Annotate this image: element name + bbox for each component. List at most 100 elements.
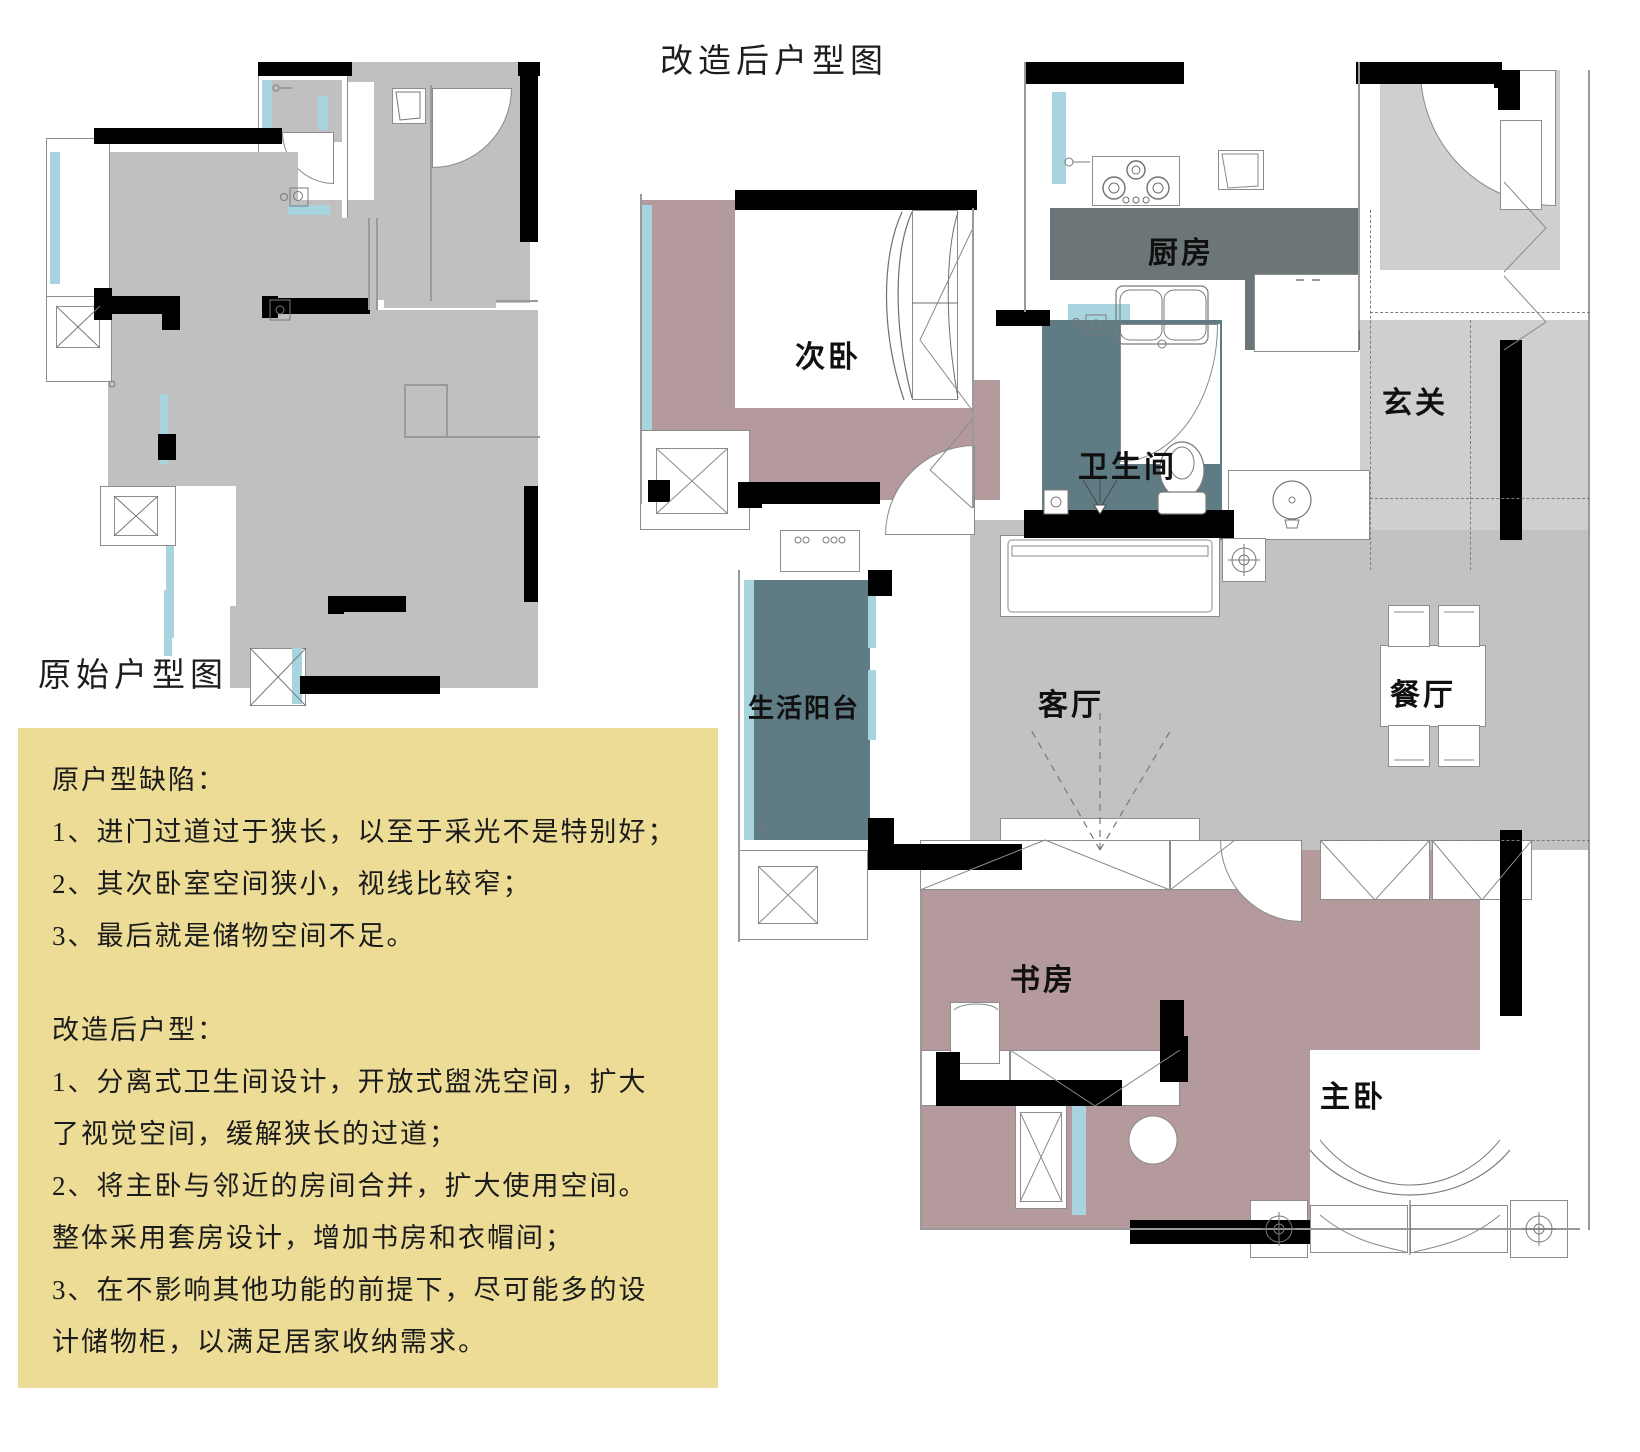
orig-window-8 bbox=[318, 96, 328, 130]
thin-wall-right bbox=[1588, 70, 1590, 1230]
notes-block1-line-1: 1、进门过道过于狭长，以至于采光不是特别好； bbox=[52, 817, 677, 847]
washer bbox=[780, 530, 860, 572]
orig-partition-6 bbox=[404, 384, 448, 386]
notes-block2-line-6: 计储物柜，以满足居家收纳需求。 bbox=[52, 1327, 487, 1357]
page-title-after: 改造后户型图 bbox=[660, 44, 888, 80]
label-master-bedroom: 主卧 bbox=[1320, 1081, 1386, 1114]
shaft-window bbox=[1072, 1105, 1086, 1215]
dining-chair-4 bbox=[1438, 725, 1480, 767]
orig-room-f bbox=[384, 218, 496, 308]
orig-wall-7 bbox=[162, 296, 180, 330]
notes-block2-line-2: 了视觉空间，缓解狭长的过道； bbox=[52, 1119, 458, 1149]
orig-partition-4 bbox=[496, 300, 538, 302]
thin-wall-bottom bbox=[920, 1228, 1580, 1230]
entrance-dash-v2 bbox=[1470, 320, 1471, 570]
orig-partition-7 bbox=[446, 384, 448, 436]
wall-entry-jamb bbox=[1498, 70, 1520, 110]
bedroom-window bbox=[640, 205, 652, 435]
wall-left-1 bbox=[648, 480, 670, 502]
orig-window-1 bbox=[50, 152, 60, 284]
entrance-dash-h2 bbox=[1370, 498, 1590, 499]
notes-block1-line-3: 3、最后就是储物空间不足。 bbox=[52, 921, 416, 951]
thin-wall-6 bbox=[920, 890, 922, 1230]
bathroom-window bbox=[1068, 304, 1130, 320]
dining-table bbox=[1380, 645, 1486, 727]
wall-bath-bottom bbox=[1024, 510, 1234, 538]
kitchen-corner-unit bbox=[1218, 150, 1264, 190]
orig-window-6 bbox=[164, 590, 172, 656]
label-entrance: 玄关 bbox=[1382, 387, 1448, 420]
entrance-dash-v1 bbox=[1370, 210, 1371, 570]
orig-wall-1 bbox=[258, 62, 352, 76]
entrance-dash-h1 bbox=[1370, 312, 1590, 313]
orig-wall-14 bbox=[158, 434, 176, 460]
renovated-floorplan: 次卧 厨房 卫生间 玄关 生活阳台 客厅 餐厅 书房 主卧 bbox=[620, 50, 1630, 1290]
wall-bed-bottom-end bbox=[738, 482, 762, 508]
orig-window-7 bbox=[262, 80, 272, 138]
kitchen-window bbox=[1052, 92, 1066, 184]
orig-shaft-2 bbox=[114, 496, 158, 536]
orig-wall-3 bbox=[520, 62, 538, 242]
label-bathroom: 卫生间 bbox=[1078, 451, 1177, 484]
thin-wall-2 bbox=[1024, 62, 1026, 312]
wall-living-bottom bbox=[868, 844, 1022, 870]
notes-panel: 原户型缺陷： 1、进门过道过于狭长，以至于采光不是特别好； 2、其次卧室空间狭小… bbox=[18, 728, 718, 1388]
notes-block2-line-4: 整体采用套房设计，增加书房和衣帽间； bbox=[52, 1223, 574, 1253]
notes-block1-heading: 原户型缺陷： bbox=[52, 765, 226, 795]
stove-top bbox=[1092, 156, 1180, 206]
wall-bottom-1 bbox=[1130, 1220, 1310, 1244]
vanity-counter bbox=[1228, 470, 1370, 540]
entrance-cabinet bbox=[1500, 120, 1542, 210]
notes-spacer bbox=[18, 962, 718, 1004]
thin-wall-1 bbox=[972, 208, 974, 508]
orig-partition-5 bbox=[404, 384, 406, 436]
orig-room-e2 bbox=[282, 220, 378, 310]
thin-wall-4 bbox=[640, 194, 642, 504]
thin-wall-5 bbox=[738, 570, 740, 942]
sofa bbox=[1000, 535, 1220, 617]
orig-window-2 bbox=[288, 205, 330, 215]
orig-window-4 bbox=[160, 394, 168, 464]
wall-master-right bbox=[1500, 830, 1522, 1016]
balcony-window-3 bbox=[868, 670, 876, 740]
orig-fixture-1 bbox=[392, 88, 426, 124]
shaft-cross-3 bbox=[1020, 1112, 1062, 1202]
notes-block2-heading: 改造后户型： bbox=[52, 1015, 226, 1045]
orig-partition-2 bbox=[376, 218, 378, 310]
closet-dash-h bbox=[1320, 840, 1590, 841]
thin-wall-3 bbox=[1358, 62, 1360, 330]
orig-wall-6 bbox=[94, 296, 180, 314]
original-floorplan bbox=[0, 0, 560, 720]
notes-block2-line-3: 2、将主卧与邻近的房间合并，扩大使用空间。 bbox=[52, 1171, 648, 1201]
side-table bbox=[1222, 538, 1266, 582]
wall-bed-top bbox=[735, 190, 977, 210]
label-study: 书房 bbox=[1010, 964, 1076, 997]
page-title-before: 原始户型图 bbox=[38, 658, 228, 694]
shaft-cross-1 bbox=[758, 866, 818, 924]
wall-mid-1 bbox=[996, 310, 1050, 326]
label-secondary-bedroom: 次卧 bbox=[795, 341, 861, 374]
secondary-bed-pillows bbox=[912, 210, 958, 400]
dining-chair-3 bbox=[1388, 725, 1430, 767]
orig-partition-3 bbox=[430, 85, 432, 301]
wall-balcony-top bbox=[868, 570, 892, 596]
entrance-floor bbox=[1360, 320, 1590, 530]
balcony-window bbox=[744, 580, 754, 840]
kitchen-appliance bbox=[1254, 274, 1359, 352]
notes-block2-line-1: 1、分离式卫生间设计，开放式盥洗空间，扩大 bbox=[52, 1067, 648, 1097]
orig-wall-10 bbox=[524, 486, 538, 602]
balcony-floor bbox=[750, 580, 870, 840]
balcony-window-2 bbox=[868, 590, 876, 648]
closet-upper bbox=[1320, 840, 1430, 900]
wall-bed-bottom bbox=[738, 482, 880, 504]
wall-right-1 bbox=[1500, 340, 1522, 540]
label-balcony: 生活阳台 bbox=[748, 694, 861, 723]
notes-block1-line-2: 2、其次卧室空间狭小，视线比较窄； bbox=[52, 869, 532, 899]
notes-block2-line-5: 3、在不影响其他功能的前提下，尽可能多的设 bbox=[52, 1275, 648, 1305]
label-living-room: 客厅 bbox=[1038, 689, 1104, 722]
dining-chair-1 bbox=[1388, 605, 1430, 647]
dining-chair-2 bbox=[1438, 605, 1480, 647]
wall-top-1 bbox=[1024, 62, 1184, 84]
orig-wall-9 bbox=[262, 298, 370, 314]
